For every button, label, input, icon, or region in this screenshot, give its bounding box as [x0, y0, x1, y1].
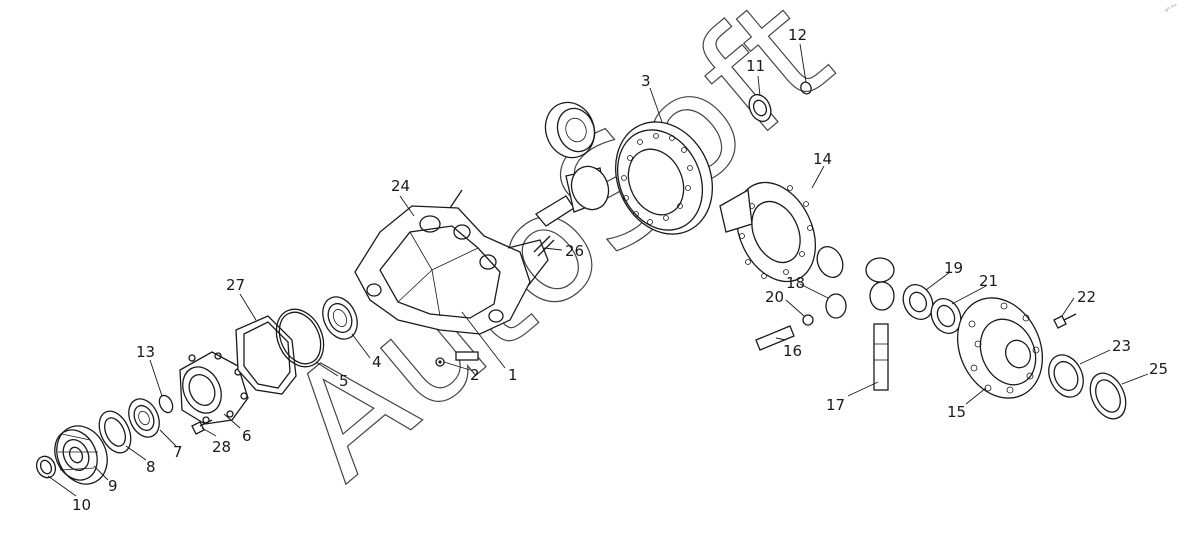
- callout-5: 5: [339, 372, 349, 390]
- part-21-thrust-washer: [930, 297, 962, 335]
- leader-lines: [47, 43, 1149, 497]
- part-24-carrier-housing: [354, 189, 549, 335]
- callout-25: 25: [1149, 360, 1168, 378]
- callout-1: 1: [508, 366, 518, 384]
- part-16-pin: [755, 325, 795, 351]
- part-22-bolt: [1053, 313, 1077, 329]
- callout-23: 23: [1112, 337, 1131, 355]
- part-25-spline-ring: [1089, 372, 1127, 420]
- part-5-o-ring: [275, 308, 325, 368]
- callout-24: 24: [391, 177, 410, 195]
- callout-6: 6: [242, 427, 252, 445]
- callout-17: 17: [826, 396, 845, 414]
- part-20-washer: [802, 314, 814, 326]
- callout-labels: 1 2 3 4 5 6 7 8 9 10 11 12 13 14 15 16 1…: [72, 26, 1168, 514]
- callout-10: 10: [72, 496, 91, 514]
- part-3-ring-gear-and-pinion: [535, 101, 714, 235]
- part-23-bearing: [1048, 354, 1084, 398]
- callout-11: 11: [746, 57, 765, 75]
- callout-7: 7: [173, 443, 183, 461]
- callout-20: 20: [765, 288, 784, 306]
- callout-14: 14: [813, 150, 832, 168]
- part-15-case-half: [956, 297, 1044, 399]
- part-4-bearing: [322, 296, 358, 340]
- part-7-bearing: [128, 398, 160, 438]
- corner-mark: e⁰ ᵉᵉᵉ: [1164, 3, 1178, 14]
- part-6-retainer-housing: [179, 351, 249, 425]
- part-1-pin: [455, 351, 479, 361]
- part-11-bearing: [748, 93, 772, 123]
- part-28-bolt: [191, 419, 213, 435]
- part-14-differential-case: [719, 181, 816, 283]
- callout-18: 18: [786, 274, 805, 292]
- part-27-gasket: [235, 315, 297, 395]
- callout-9: 9: [108, 477, 118, 495]
- callout-15: 15: [947, 403, 966, 421]
- callout-16: 16: [783, 342, 802, 360]
- callout-12: 12: [788, 26, 807, 44]
- part-2-drain-plug: [435, 357, 445, 367]
- callout-19: 19: [944, 259, 963, 277]
- callout-28: 28: [212, 438, 231, 456]
- callout-3: 3: [641, 72, 651, 90]
- part-12-ring: [800, 81, 812, 95]
- callout-26: 26: [565, 242, 584, 260]
- callout-22: 22: [1077, 288, 1096, 306]
- part-8-oil-seal: [98, 410, 132, 454]
- callout-27: 27: [226, 276, 245, 294]
- part-17-cross-shaft: [873, 323, 889, 391]
- callout-21: 21: [979, 272, 998, 290]
- part-19-side-gear: [816, 245, 934, 321]
- part-10-seal: [35, 455, 57, 479]
- callout-4: 4: [372, 353, 382, 371]
- callout-2: 2: [470, 366, 480, 384]
- callout-13: 13: [136, 343, 155, 361]
- part-13-snap-ring: [158, 394, 174, 414]
- callout-8: 8: [146, 458, 156, 476]
- part-18-pinion-gears: [825, 257, 895, 319]
- part-9-companion-flange: [54, 425, 108, 485]
